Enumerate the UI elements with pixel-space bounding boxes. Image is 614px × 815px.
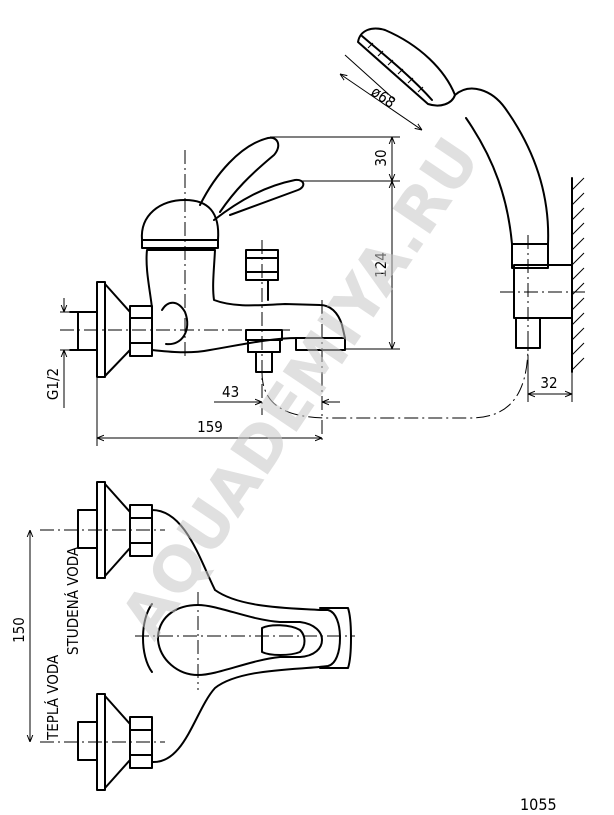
dim-lever-height: 30 [372,149,390,166]
dim-arrow-shower-diameter [340,74,422,130]
upper-nut [129,504,153,557]
dim-shower-diameter: ø68 [368,83,399,112]
upper-inlet [77,509,98,549]
hose-connector-tail [255,351,273,373]
lever-handle-lower [213,178,305,221]
side-view: ø68 30 124 G1/2 43 159 32 [44,27,585,446]
mixer-body-front [151,509,341,764]
dim-centers: 150 [10,617,28,643]
cartridge-dome-base [141,239,219,249]
holder-stem [515,317,541,349]
hand-shower-head [357,27,456,107]
diverter-stem [255,279,269,301]
dim-outlet-offset: 43 [222,383,239,401]
wall-hatching [571,177,585,371]
dim-holder-wall: 32 [540,374,557,392]
shower-wall-holder [513,264,573,319]
lower-inlet [77,721,98,761]
lower-nut [129,716,153,769]
hose-connector [245,329,283,353]
shower-hose-path [261,344,529,419]
hand-shower-handle [454,87,550,245]
lever-handle [199,136,280,213]
dim-depth: 159 [197,418,223,436]
holder-cup [511,243,549,269]
mixer-body-inner [161,301,189,346]
front-view: 150 STUDENÁ VODA TEPLÁ VODA [10,481,355,791]
spout-aerator [295,337,346,351]
spout-front [319,607,352,669]
mixer-body [145,249,346,354]
label-warm-water: TEPLÁ VODA [43,654,62,741]
mixer-body-front-inner [142,603,153,673]
lever-tip [261,624,306,656]
label-cold-water: STUDENÁ VODA [63,546,82,655]
drawing-code: 1055 [520,795,557,814]
dim-spout-height: 124 [372,252,390,278]
union-nut [129,305,153,357]
dim-thread: G1/2 [44,368,62,400]
hand-shower-face [361,35,433,101]
inlet-pipe [69,311,98,351]
cartridge-dome [140,199,220,241]
